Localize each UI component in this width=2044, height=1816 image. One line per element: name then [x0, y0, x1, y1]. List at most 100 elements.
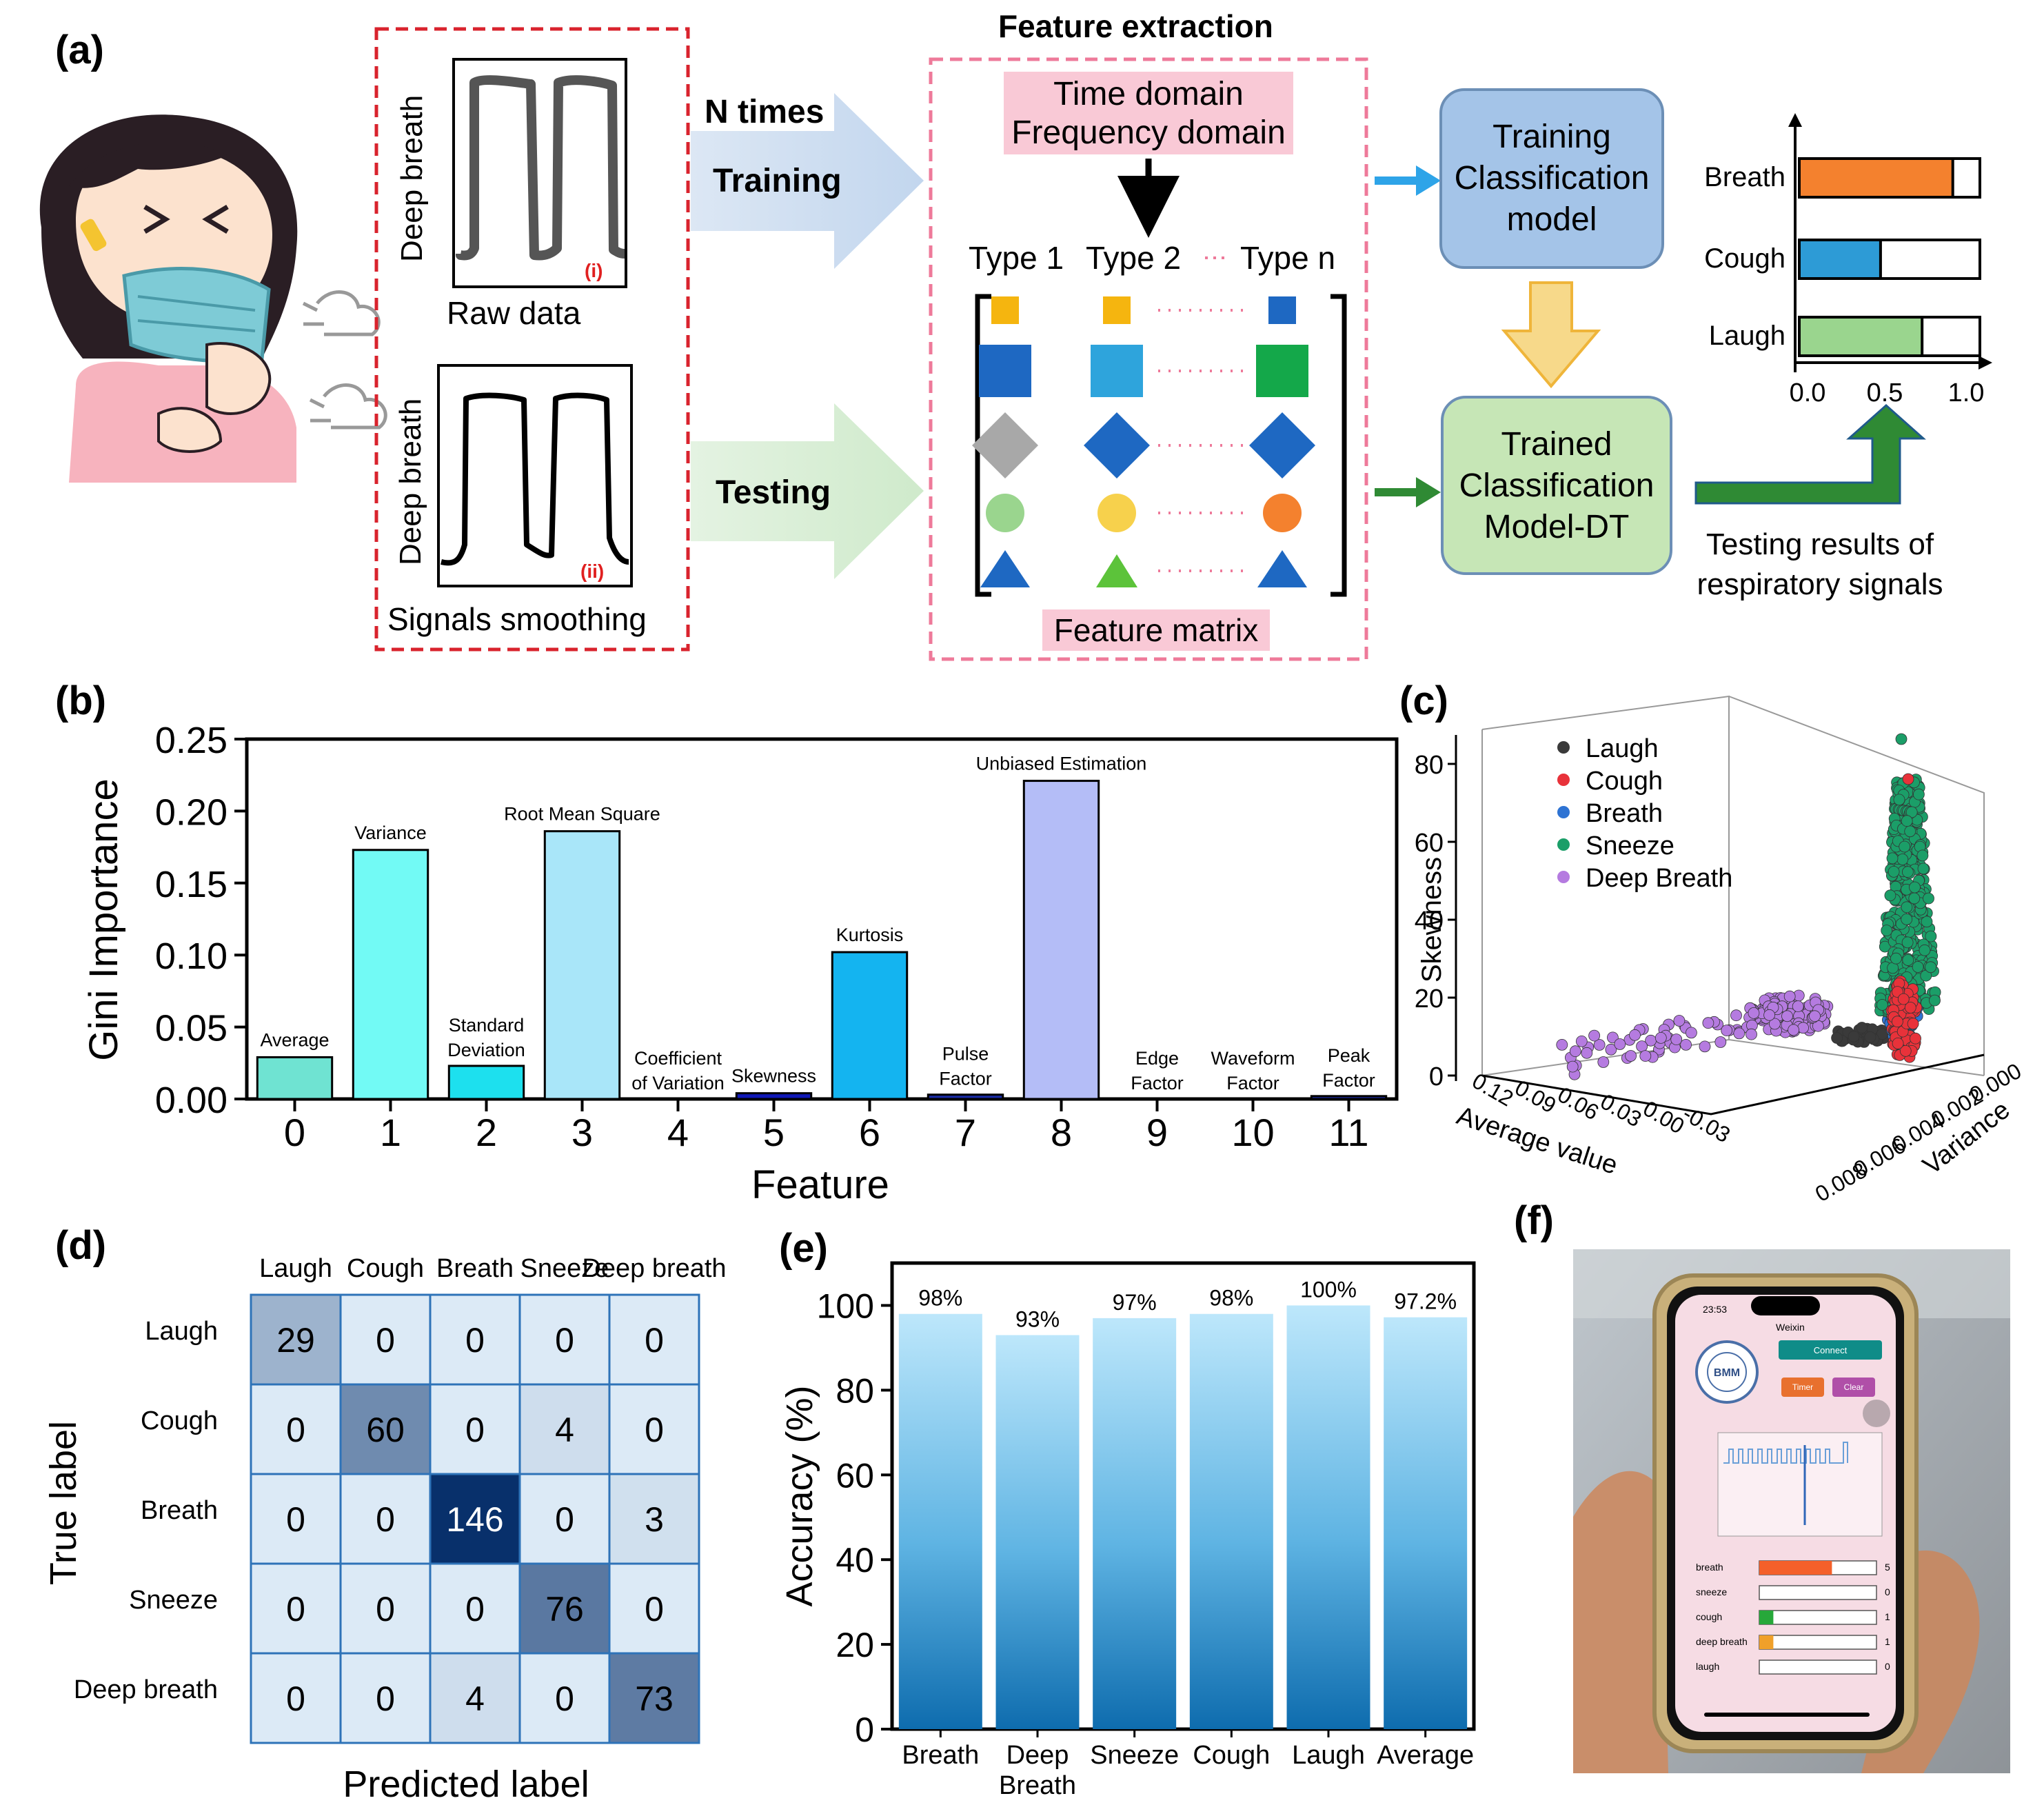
scatter-ztick-1: 20 — [1415, 985, 1444, 1013]
scatter-point-deep-breath — [1593, 1039, 1606, 1051]
scatter-point-laugh — [1848, 1030, 1860, 1042]
cm-cell-value-0-2: 0 — [465, 1321, 485, 1360]
testing-results-line1: Testing results of — [1706, 527, 1934, 561]
phone-row-frame-4 — [1759, 1659, 1877, 1675]
gini-xtick-3: 3 — [571, 1111, 593, 1154]
gini-bar-11 — [1310, 1095, 1388, 1100]
accuracy-ylabel: Accuracy (%) — [779, 1385, 820, 1606]
gini-xlabel: Feature — [751, 1162, 889, 1207]
scatter-point-deep-breath — [1783, 990, 1796, 1002]
cm-cell-4-4 — [608, 1652, 700, 1744]
cm-cell-value-4-2: 4 — [465, 1679, 485, 1718]
acc-value-label-2: 97% — [1113, 1290, 1157, 1315]
cm-col-label-2: Breath — [436, 1254, 514, 1283]
gini-xtick-2: 2 — [476, 1111, 497, 1154]
cm-row-label-3: Sneeze — [129, 1586, 218, 1615]
phone-row-fill-0 — [1759, 1561, 1832, 1575]
gini-bar-0 — [256, 1056, 334, 1100]
cm-cell-value-1-0: 0 — [286, 1411, 305, 1449]
gini-bar-8 — [1022, 780, 1100, 1100]
cm-col-label-0: Laugh — [259, 1254, 332, 1283]
gini-ytick-4: 0.20 — [155, 791, 227, 833]
cm-cell-3-2 — [429, 1562, 521, 1655]
scatter-point-sneeze — [1921, 916, 1933, 928]
feature-matrix-label: Feature matrix — [1054, 612, 1259, 648]
scatter-point-deep-breath — [1625, 1050, 1637, 1062]
scatter-point-sneeze — [1909, 881, 1921, 894]
acc-bar-0 — [898, 1313, 982, 1729]
scatter-point-laugh — [1831, 1032, 1843, 1044]
panel-f-phone-photo: (f) 23:53 Weixin BMM Connect Timer Clear… — [1514, 1198, 2010, 1773]
gini-ytick-3: 0.15 — [155, 864, 227, 905]
scatter-point-deep-breath — [1702, 1017, 1714, 1029]
phone-row-count-0: 5 — [1885, 1562, 1890, 1573]
scatter-point-deep-breath — [1781, 1010, 1793, 1022]
scatter-point-deep-breath — [1746, 1028, 1757, 1040]
acc-ytick-3: 60 — [836, 1456, 874, 1495]
cm-cell-value-2-0: 0 — [286, 1500, 305, 1539]
scatter-point-sneeze — [1917, 862, 1930, 875]
scatter-point-deep-breath — [1605, 1043, 1617, 1056]
connect-button[interactable] — [1779, 1340, 1882, 1360]
gini-bar-label-0: Average — [260, 1029, 329, 1050]
gini-ytick-1: 0.05 — [155, 1008, 227, 1049]
scatter-point-laugh — [1856, 1022, 1868, 1033]
skewness-axis-label: Skewness — [1417, 857, 1447, 982]
clear-button[interactable] — [1832, 1378, 1875, 1397]
scatter-point-cough — [1907, 1018, 1919, 1030]
cm-cell-value-2-1: 0 — [376, 1500, 395, 1539]
smooth-ylabel: Deep breath — [394, 398, 427, 565]
clear-button-label: Clear — [1844, 1382, 1864, 1392]
scatter-point-deep-breath — [1721, 1025, 1733, 1036]
phone-row-fill-2 — [1759, 1611, 1774, 1624]
scatter-point-cough — [1891, 1016, 1903, 1028]
true-label-axis: True label — [43, 1421, 84, 1585]
scatter-point-sneeze — [1919, 944, 1931, 956]
predicted-label-axis: Predicted label — [343, 1764, 589, 1805]
scatter-point-deep-breath — [1714, 1036, 1727, 1048]
cm-cell-1-3 — [518, 1383, 611, 1475]
acc-ytick-0: 0 — [855, 1711, 874, 1749]
testing-label: Testing — [716, 474, 831, 511]
mini-tick-2: 1.0 — [1948, 379, 1985, 407]
scatter-ztick-2: 40 — [1415, 907, 1444, 936]
gini-ylabel: Gini Importance — [81, 778, 126, 1060]
cm-cell-3-3 — [518, 1562, 611, 1655]
phone-time: 23:53 — [1703, 1304, 1727, 1315]
cm-cell-value-0-1: 0 — [376, 1321, 395, 1360]
gini-ytick-0: 0.00 — [155, 1080, 227, 1121]
scatter-point-cough — [1910, 1032, 1921, 1045]
n-times-label: N times — [705, 94, 824, 130]
scatter-point-sneeze — [1876, 999, 1888, 1011]
gini-bar-7 — [927, 1093, 1004, 1100]
acc-xtick-2: Sneeze — [1090, 1741, 1179, 1770]
smoothed-plot: Deep breath (ii) Signals smoothing — [387, 364, 647, 637]
scatter-point-deep-breath — [1788, 1024, 1800, 1036]
scatter-point-sneeze — [1912, 788, 1925, 800]
scatter-legend-label-4: Deep Breath — [1586, 864, 1732, 893]
scatter-point-sneeze — [1896, 854, 1909, 865]
cm-cell-value-1-4: 0 — [645, 1411, 664, 1449]
cm-cell-value-1-2: 0 — [465, 1411, 485, 1449]
gini-xtick-11: 11 — [1328, 1111, 1368, 1154]
timer-button[interactable] — [1781, 1378, 1824, 1397]
scatter-legend-label-1: Cough — [1586, 767, 1663, 796]
phone-row-label-3: deep breath — [1696, 1636, 1748, 1647]
acc-xtick-0: Breath — [902, 1741, 979, 1770]
phone-row-frame-1 — [1759, 1585, 1877, 1600]
cm-cell-value-3-4: 0 — [645, 1590, 664, 1628]
scatter-ytick-4: 0.008 — [1811, 1158, 1871, 1207]
cm-cell-value-1-1: 60 — [366, 1411, 405, 1449]
scatter-point-deep-breath — [1614, 1038, 1626, 1050]
mini-tick-1: 0.5 — [1867, 379, 1903, 407]
cm-cell-2-2 — [429, 1473, 521, 1565]
gini-bar-label-1: Variance — [354, 823, 427, 843]
acc-value-label-5: 97.2% — [1394, 1289, 1457, 1314]
time-domain-label: Time domain — [1053, 76, 1244, 112]
scatter-point-deep-breath — [1566, 1060, 1579, 1073]
acc-ytick-2: 40 — [836, 1541, 874, 1580]
